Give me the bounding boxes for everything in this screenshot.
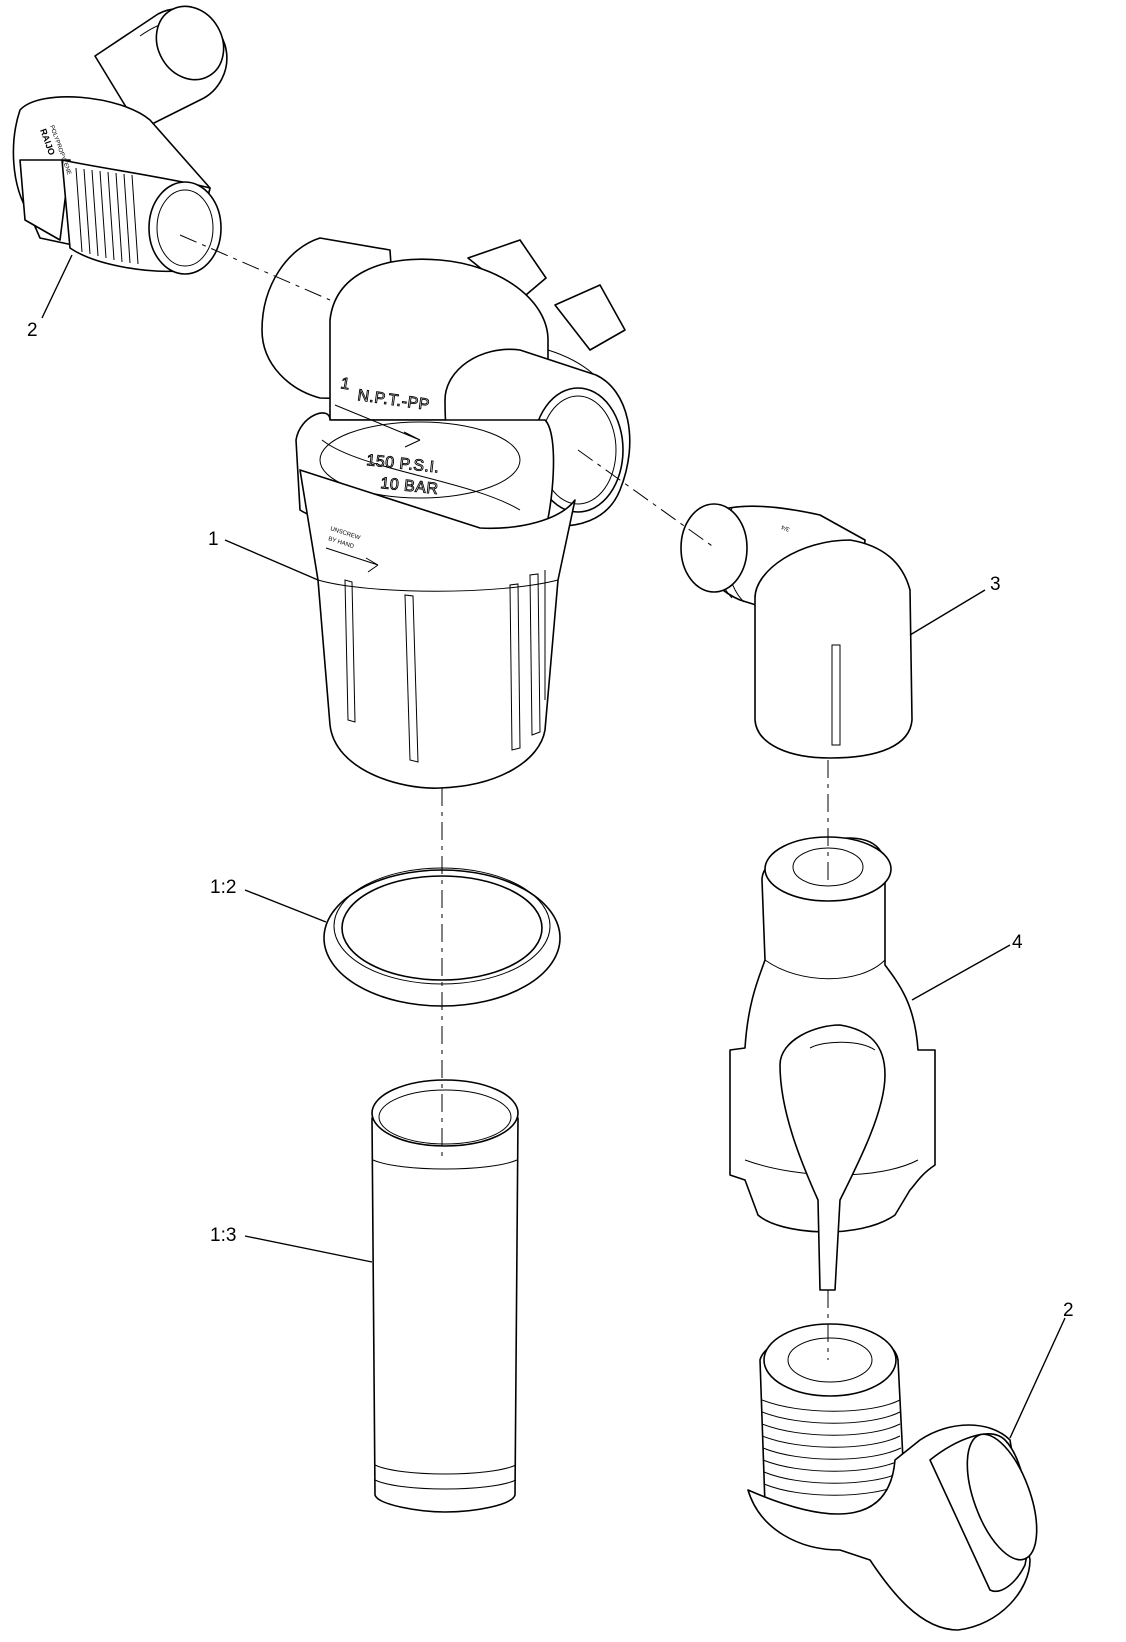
filter-screen [371,1079,519,1513]
leader-part-2-bottom [1009,1317,1066,1439]
leader-lines [41,254,1066,1439]
leader-part-2-top [41,254,73,319]
leader-part-1-2 [244,889,327,923]
thread-lines-top [75,167,139,265]
leader-part-3 [909,589,986,636]
elbow-fitting-top-left: RAIJO POLYPROPYLENE [12,5,228,275]
strainer-size-marking: 1 [339,375,351,393]
callout-part-2-top: 2 [27,320,38,341]
elbow3-size-marking: 3/4 [780,523,791,532]
elbow-fitting-bottom-right [747,1323,1038,1631]
assembly-centerlines [179,234,829,1360]
callout-part-1: 1 [208,529,219,550]
leader-part-1-3 [244,1235,373,1263]
callout-part-2-bottom: 2 [1063,1300,1074,1321]
bowl-grip-ribs [344,570,546,763]
line-strainer: 1 N.P.T.-PP 150 P.S.I. 10 BAR UNSCREW BY… [261,237,631,789]
callout-labels: 2 1 1:2 1:3 3 4 2 [27,320,1074,1321]
callout-part-3: 3 [990,574,1001,595]
callout-part-4: 4 [1012,932,1023,953]
callout-part-1-2: 1:2 [210,877,236,898]
leader-part-4 [911,944,1011,1001]
leader-part-1 [224,539,319,581]
elbow-fitting-part-3: 3/4 [680,503,913,759]
strainer-bar-marking: 10 BAR [380,475,440,498]
check-valve-part-4 [729,836,936,1291]
callout-part-1-3: 1:3 [210,1225,236,1246]
